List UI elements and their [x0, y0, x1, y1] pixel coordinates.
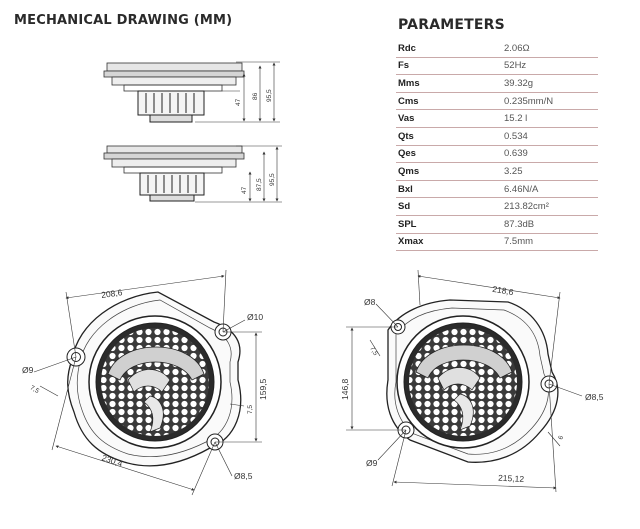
parameters-title: PARAMETERS	[398, 17, 505, 33]
dim-bottom-95-5: 95,5	[269, 173, 276, 186]
param-value: 52Hz	[502, 57, 598, 76]
dim-right-small-a: 7,5	[368, 346, 379, 358]
dim-right-diag: 215,12	[498, 473, 525, 484]
dim-right-small-b: 6	[557, 435, 565, 441]
param-value: 6.46N/A	[502, 180, 598, 199]
param-value: 39.32g	[502, 74, 598, 93]
mechanical-drawing-title: MECHANICAL DRAWING (MM)	[14, 13, 233, 28]
dim-left-hole-bottom: Ø8,5	[234, 471, 253, 481]
param-name: Qts	[396, 127, 502, 146]
param-name: Qms	[396, 162, 502, 181]
param-value: 0.639	[502, 145, 598, 164]
param-name: Rdc	[396, 40, 502, 58]
dim-left-height: 159,5	[258, 378, 268, 400]
dim-right-hole-top: Ø8	[364, 297, 376, 307]
param-value: 7.5mm	[502, 233, 598, 252]
dim-left-width: 208,6	[101, 287, 124, 300]
dim-bottom-47: 47	[241, 186, 248, 194]
param-name: Cms	[396, 92, 502, 111]
dim-right-height: 146,8	[340, 378, 350, 400]
param-value: 213.82cm²	[502, 197, 598, 216]
side-view-top	[103, 61, 280, 123]
dim-left-small-left: 7,5	[29, 384, 41, 395]
param-name: Fs	[396, 57, 502, 76]
param-value: 2.06Ω	[502, 40, 598, 58]
dim-right-hole-right: Ø8,5	[585, 392, 604, 402]
dim-right-hole-bottom: Ø9	[366, 458, 378, 468]
param-value: 0.534	[502, 127, 598, 146]
side-view-bottom	[103, 145, 282, 203]
param-name: Qes	[396, 145, 502, 164]
param-name: Vas	[396, 109, 502, 128]
left-front-view	[33, 269, 262, 496]
param-value: 87.3dB	[502, 215, 598, 234]
param-name: Sd	[396, 197, 502, 216]
right-front-view	[346, 269, 583, 493]
dim-top-95-5: 95,5	[266, 89, 273, 102]
param-name: Xmax	[396, 233, 502, 252]
param-value: 15.2 l	[502, 109, 598, 128]
param-name: Mms	[396, 74, 502, 93]
param-value: 3.25	[502, 162, 598, 181]
dim-left-small-right: 7,5	[247, 405, 254, 414]
dim-bottom-87-5: 87,5	[256, 178, 263, 191]
dim-left-hole-top: Ø10	[247, 312, 263, 322]
dim-right-width: 218,6	[492, 284, 515, 298]
dim-top-86: 86	[252, 92, 259, 100]
param-value: 0.235mm/N	[502, 92, 598, 111]
dim-left-hole-left: Ø9	[22, 365, 34, 375]
dim-top-47: 47	[235, 98, 242, 106]
param-name: SPL	[396, 215, 502, 234]
param-name: Bxl	[396, 180, 502, 199]
